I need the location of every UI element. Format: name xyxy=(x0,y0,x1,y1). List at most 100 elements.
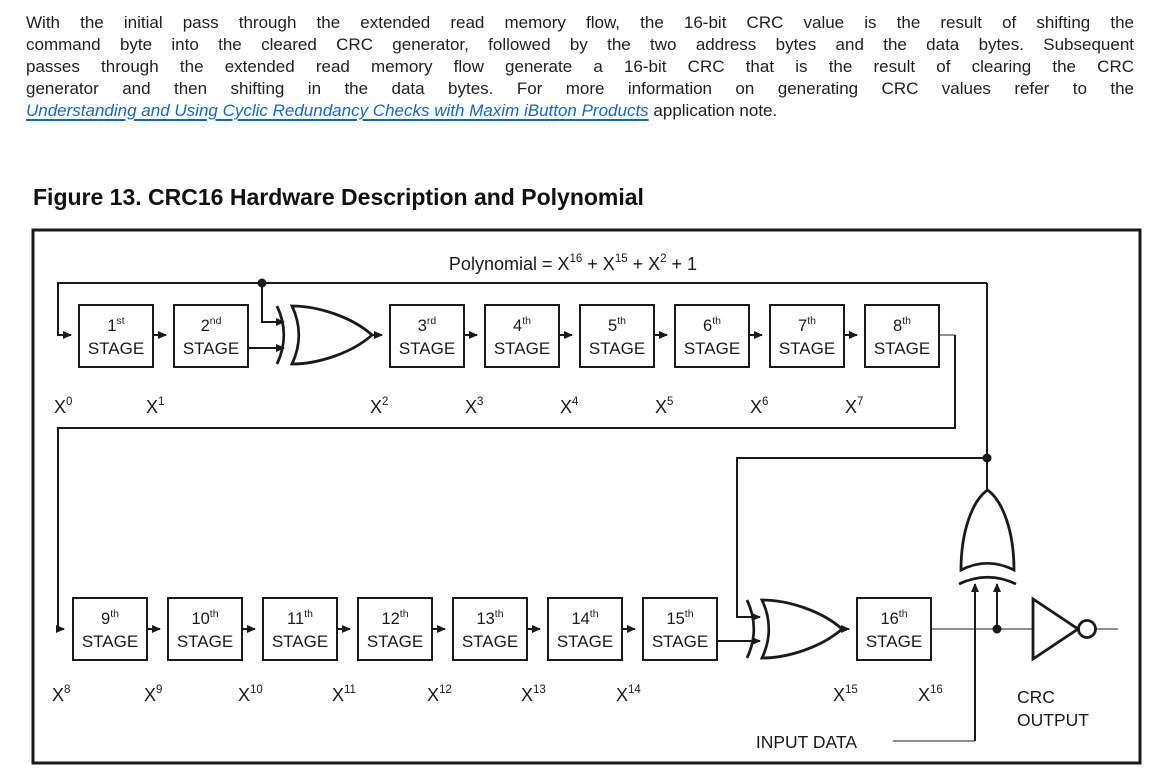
polynomial-exponent: 16 xyxy=(569,253,582,265)
wire-row-wrap xyxy=(56,335,956,633)
stage-ordinal: 6th xyxy=(703,315,721,335)
stage-ordinal: 12th xyxy=(381,608,408,628)
x-power-label-0: X0 xyxy=(54,396,72,417)
figure-caption: Figure 13. CRC16 Hardware Description an… xyxy=(33,184,644,210)
x-power-label-13: X13 xyxy=(521,684,546,705)
stage-ordinal: 4th xyxy=(513,315,531,335)
inverter-triangle xyxy=(1031,596,1081,662)
stage-word: STAGE xyxy=(589,339,645,358)
stage-word: STAGE xyxy=(494,339,550,358)
stage-ordinal: 5th xyxy=(608,315,626,335)
paragraph-line: Understanding and Using Cyclic Redundanc… xyxy=(26,100,1134,122)
stage-word: STAGE xyxy=(82,632,138,651)
polynomial-exponent: 2 xyxy=(660,253,666,265)
polynomial-text: + X xyxy=(628,254,661,274)
x-power-label-1: X1 xyxy=(146,396,164,417)
stage-ordinal: 1st xyxy=(107,315,124,335)
stage-ordinal: 2nd xyxy=(201,315,222,335)
stage-ordinal: 11th xyxy=(287,608,313,628)
x-power-label-7: X7 xyxy=(845,396,863,417)
input-data-label: INPUT DATA xyxy=(756,732,857,752)
stage-word: STAGE xyxy=(399,339,455,358)
polynomial-text: Polynomial = X xyxy=(449,254,570,274)
stage-ordinal: 14th xyxy=(571,608,598,628)
stage-ordinal: 16th xyxy=(880,608,907,628)
stage-word: STAGE xyxy=(272,632,328,651)
stage-word: STAGE xyxy=(779,339,835,358)
stage-ordinal: 15th xyxy=(666,608,693,628)
x-power-label-16: X16 xyxy=(918,684,943,705)
polynomial-exponent: 15 xyxy=(615,253,628,265)
polynomial-text: + X xyxy=(582,254,615,274)
paragraph-line: passes through the extended read memory … xyxy=(26,57,1134,76)
body-paragraph: With the initial pass through the extend… xyxy=(26,12,1134,122)
x-power-label-6: X6 xyxy=(750,396,768,417)
stage-word: STAGE xyxy=(183,339,239,358)
x-power-label-5: X5 xyxy=(655,396,673,417)
stage-ordinal: 13th xyxy=(476,608,503,628)
x-power-label-10: X10 xyxy=(238,684,263,705)
xor-gate-3 xyxy=(958,488,1017,586)
junction-dot xyxy=(257,278,267,288)
wire-xor1-upper-input xyxy=(261,283,285,326)
stage-word: STAGE xyxy=(177,632,233,651)
paragraph-line: generator and then shifting in the data … xyxy=(26,79,1134,98)
inverter xyxy=(1031,596,1097,662)
stage-ordinal: 7th xyxy=(798,315,816,335)
x-power-label-9: X9 xyxy=(144,684,162,705)
stage-ordinal: 8th xyxy=(893,315,911,335)
stage-word: STAGE xyxy=(684,339,740,358)
junction-dot xyxy=(992,624,1002,634)
x-power-label-12: X12 xyxy=(427,684,452,705)
x-power-label-3: X3 xyxy=(465,396,483,417)
stage-word: STAGE xyxy=(462,632,518,651)
x-power-label-11: X11 xyxy=(332,684,356,705)
junction-dot xyxy=(982,453,992,463)
x-power-label-15: X15 xyxy=(833,684,858,705)
stage-boxes: 1stSTAGE2ndSTAGE3rdSTAGE4thSTAGE5thSTAGE… xyxy=(72,304,940,661)
stage-word: STAGE xyxy=(874,339,930,358)
crc-application-note-link[interactable]: Understanding and Using Cyclic Redundanc… xyxy=(26,101,649,120)
stage-word: STAGE xyxy=(866,632,922,651)
crc-output-label: OUTPUT xyxy=(1017,710,1089,730)
crc-output-label: CRC xyxy=(1017,687,1055,707)
stage-ordinal: 10th xyxy=(191,608,218,628)
xor-gate-1 xyxy=(275,304,375,366)
stage-ordinal: 3rd xyxy=(418,315,437,335)
stage-word: STAGE xyxy=(88,339,144,358)
x-power-label-8: X8 xyxy=(52,684,70,705)
polynomial-label: Polynomial = X16 + X15 + X2 + 1 xyxy=(449,253,697,274)
stage-word: STAGE xyxy=(557,632,613,651)
wire-feedback-branch xyxy=(736,457,987,621)
paragraph-line: command byte into the cleared CRC genera… xyxy=(26,35,1134,54)
x-power-label-2: X2 xyxy=(370,396,388,417)
stage-word: STAGE xyxy=(652,632,708,651)
inverter-bubble xyxy=(1077,619,1097,639)
polynomial-text: + 1 xyxy=(667,254,698,274)
paragraph-line: With the initial pass through the extend… xyxy=(26,13,1134,32)
xor-gate-2 xyxy=(745,598,845,660)
x-power-label-14: X14 xyxy=(616,684,641,705)
stage-word: STAGE xyxy=(367,632,423,651)
wire-top-feedback xyxy=(57,282,987,339)
after-link-text: application note. xyxy=(648,101,778,120)
